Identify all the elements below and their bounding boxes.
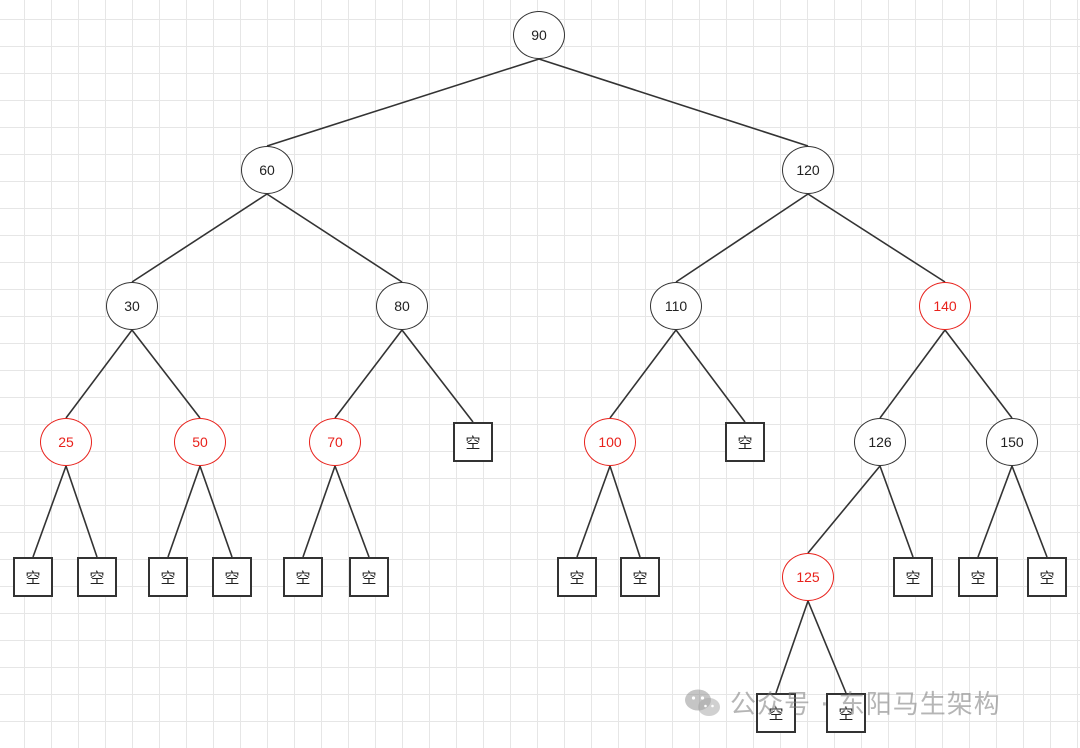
null-leaf-node: 空 xyxy=(725,422,765,462)
edge-n140-n150 xyxy=(944,329,1013,419)
edge-n120-n140 xyxy=(807,193,946,283)
null-leaf-node: 空 xyxy=(148,557,188,597)
black-node-60: 60 xyxy=(241,146,293,194)
null-leaf-node: 空 xyxy=(958,557,998,597)
black-node-110: 110 xyxy=(650,282,702,330)
edge-n25-e25r xyxy=(65,465,98,558)
black-node-90: 90 xyxy=(513,11,565,59)
null-leaf-node: 空 xyxy=(893,557,933,597)
edge-n30-n25 xyxy=(65,329,133,419)
red-node-70: 70 xyxy=(309,418,361,466)
edge-n140-n126 xyxy=(879,329,946,419)
null-leaf-node: 空 xyxy=(620,557,660,597)
edge-n110-e110r xyxy=(675,329,746,423)
edge-n90-n60 xyxy=(266,58,540,147)
null-leaf-node: 空 xyxy=(756,693,796,733)
edge-n126-e126r xyxy=(879,465,914,558)
edge-n30-n50 xyxy=(131,329,201,419)
edge-n80-n70 xyxy=(334,329,403,419)
null-leaf-node: 空 xyxy=(826,693,866,733)
edge-n126-n125 xyxy=(807,465,881,554)
edge-n70-e70r xyxy=(334,465,370,558)
edge-n125-e125l xyxy=(775,600,809,694)
red-node-140: 140 xyxy=(919,282,971,330)
edge-n80-e80r xyxy=(401,329,474,423)
null-leaf-node: 空 xyxy=(557,557,597,597)
edge-n100-e100r xyxy=(609,465,641,558)
null-leaf-node: 空 xyxy=(453,422,493,462)
black-node-30: 30 xyxy=(106,282,158,330)
edge-n70-e70l xyxy=(302,465,336,558)
edge-n100-e100l xyxy=(576,465,611,558)
null-leaf-node: 空 xyxy=(13,557,53,597)
edge-n150-e150r xyxy=(1011,465,1048,558)
edge-n60-n80 xyxy=(266,193,403,283)
edge-n50-e50l xyxy=(167,465,201,558)
red-node-125: 125 xyxy=(782,553,834,601)
black-node-150: 150 xyxy=(986,418,1038,466)
red-node-100: 100 xyxy=(584,418,636,466)
null-leaf-node: 空 xyxy=(212,557,252,597)
null-leaf-node: 空 xyxy=(77,557,117,597)
edge-n125-e125r xyxy=(807,600,847,694)
black-node-120: 120 xyxy=(782,146,834,194)
null-leaf-node: 空 xyxy=(1027,557,1067,597)
null-leaf-node: 空 xyxy=(349,557,389,597)
black-node-80: 80 xyxy=(376,282,428,330)
edge-n150-e150l xyxy=(977,465,1013,558)
red-node-25: 25 xyxy=(40,418,92,466)
red-node-50: 50 xyxy=(174,418,226,466)
black-node-126: 126 xyxy=(854,418,906,466)
edge-n120-n110 xyxy=(675,193,809,283)
edge-n90-n120 xyxy=(538,58,809,147)
edge-n60-n30 xyxy=(131,193,268,283)
edge-n50-e50r xyxy=(199,465,233,558)
null-leaf-node: 空 xyxy=(283,557,323,597)
edge-n25-e25l xyxy=(32,465,67,558)
edge-n110-n100 xyxy=(609,329,677,419)
